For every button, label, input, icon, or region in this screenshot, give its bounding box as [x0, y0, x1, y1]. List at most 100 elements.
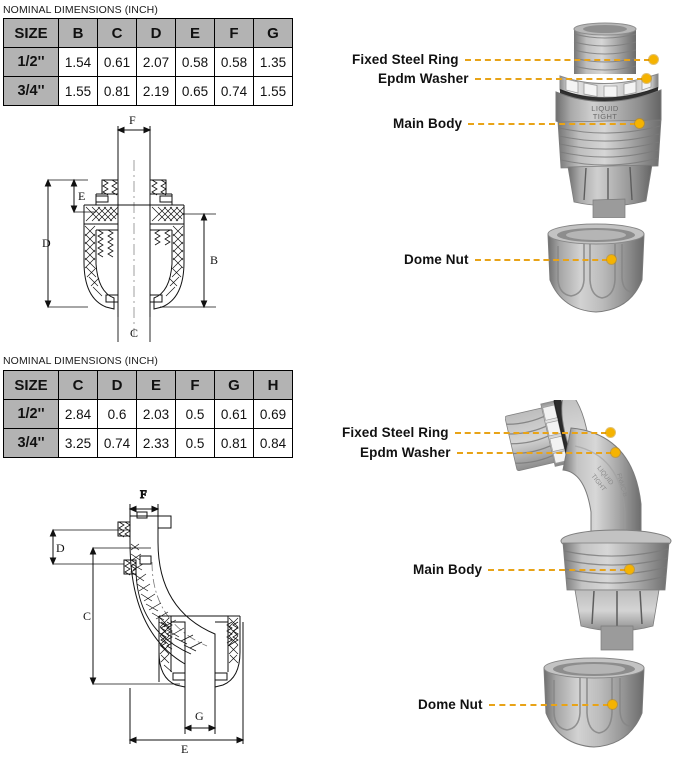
table-2-header-size: SIZE — [3, 370, 59, 400]
leader-line — [474, 258, 608, 261]
table-row: 1/2'' 2.84 0.6 2.03 0.5 0.61 0.69 — [3, 399, 293, 429]
leader-line — [488, 703, 609, 706]
table-1-r0-g: 1.35 — [253, 47, 293, 77]
callout-label: Main Body — [413, 562, 483, 577]
nominal-dimensions-caption-1: NOMINAL DIMENSIONS (INCH) — [3, 4, 158, 16]
callout-label: Dome Nut — [404, 252, 469, 267]
table-1-header-f: F — [214, 18, 254, 48]
leader-line — [488, 568, 627, 571]
product-photo-elbow-connector: LIQUID TIGHT FNMC-B — [505, 400, 679, 655]
table-1-caption-wrap: NOMINAL DIMENSIONS (INCH) — [3, 4, 158, 16]
callout-label: Epdm Washer — [378, 71, 469, 86]
callout-main-body-straight: Main Body — [393, 116, 645, 131]
drawing-1-label-e: E — [78, 189, 85, 203]
drawing-2-label-e: E — [181, 742, 188, 754]
table-1-header-size: SIZE — [3, 18, 59, 48]
drawing-1-label-b: B — [210, 253, 218, 267]
table-2-r0-c: 2.84 — [58, 399, 98, 429]
leader-line — [454, 431, 607, 434]
callout-label: Fixed Steel Ring — [342, 425, 449, 440]
callout-epdm-washer-straight: Epdm Washer — [378, 71, 651, 86]
callout-fixed-steel-ring-straight: Fixed Steel Ring — [352, 52, 658, 67]
table-1-r0-e: 0.58 — [175, 47, 215, 77]
table-2-header-f: F — [175, 370, 215, 400]
table-2-r1-d: 0.74 — [97, 428, 137, 458]
callout-label: Fixed Steel Ring — [352, 52, 459, 67]
table-2-header-d: D — [97, 370, 137, 400]
product-photo-straight-connector: LIQUID TIGHT — [548, 18, 673, 218]
table-2-caption-wrap: NOMINAL DIMENSIONS (INCH) — [3, 355, 158, 367]
table-2-r1-size: 3/4'' — [3, 428, 59, 458]
leader-endpoint-dot — [641, 74, 651, 83]
table-1-header-row: SIZE B C D E F G — [3, 18, 293, 48]
table-1-r0-b: 1.54 — [58, 47, 98, 77]
dimensions-table-elbow: SIZE C D E F G H 1/2'' 2.84 0.6 2.03 0.5… — [3, 370, 293, 458]
table-1-r1-g: 1.55 — [253, 76, 293, 106]
callout-label: Epdm Washer — [360, 445, 451, 460]
table-1-header-g: G — [253, 18, 293, 48]
dimensions-table-straight: SIZE B C D E F G 1/2'' 1.54 0.61 2.07 0.… — [3, 18, 293, 106]
table-1-header-b: B — [58, 18, 98, 48]
table-2-r0-d: 0.6 — [97, 399, 137, 429]
table-1-r1-size: 3/4'' — [3, 76, 59, 106]
table-2-header-e: E — [136, 370, 176, 400]
product-photo-dome-nut-straight — [538, 222, 658, 322]
table-2-r0-size: 1/2'' — [3, 399, 59, 429]
table-2-r1-c: 3.25 — [58, 428, 98, 458]
elbow-connector-cross-section: F — [25, 482, 290, 754]
drawing-2-label-g: G — [195, 709, 204, 723]
callout-fixed-steel-ring-elbow: Fixed Steel Ring — [342, 425, 615, 440]
table-2-r0-h: 0.69 — [253, 399, 293, 429]
table-1-header-d: D — [136, 18, 176, 48]
drawing-1-label-d: D — [42, 236, 51, 250]
table-2-r1-f: 0.5 — [175, 428, 215, 458]
table-2: SIZE C D E F G H 1/2'' 2.84 0.6 2.03 0.5… — [3, 370, 293, 458]
callout-label: Main Body — [393, 116, 463, 131]
leader-endpoint-dot — [606, 255, 616, 264]
callout-epdm-washer-elbow: Epdm Washer — [360, 445, 620, 460]
leader-endpoint-dot — [625, 565, 635, 574]
leader-endpoint-dot — [635, 119, 645, 128]
table-1-header-c: C — [97, 18, 137, 48]
table-1-r0-size: 1/2'' — [3, 47, 59, 77]
drawing-1-label-f: F — [129, 113, 136, 127]
leader-line — [474, 77, 643, 80]
drawing-1-label-c: C — [130, 326, 138, 340]
product-photo-dome-nut-elbow — [532, 655, 658, 755]
table-1-r1-f: 0.74 — [214, 76, 254, 106]
drawing-2-label-f: F — [140, 487, 147, 501]
table-2-r1-g: 0.81 — [214, 428, 254, 458]
drawing-2-label-c: C — [83, 609, 91, 623]
table-1-header-e: E — [175, 18, 215, 48]
table-row: 1/2'' 1.54 0.61 2.07 0.58 0.58 1.35 — [3, 47, 293, 77]
table-2-header-h: H — [253, 370, 293, 400]
table-2-r1-e: 2.33 — [136, 428, 176, 458]
callout-dome-nut-straight: Dome Nut — [404, 252, 616, 267]
table-1-r1-e: 0.65 — [175, 76, 215, 106]
table-2-r0-g: 0.61 — [214, 399, 254, 429]
callout-dome-nut-elbow: Dome Nut — [418, 697, 617, 712]
table-2-r0-f: 0.5 — [175, 399, 215, 429]
callout-label: Dome Nut — [418, 697, 483, 712]
callout-main-body-elbow: Main Body — [413, 562, 635, 577]
straight-connector-cross-section: D E B C F — [40, 112, 290, 347]
table-1: SIZE B C D E F G 1/2'' 1.54 0.61 2.07 0.… — [3, 18, 293, 106]
table-2-r1-h: 0.84 — [253, 428, 293, 458]
nominal-dimensions-caption-2: NOMINAL DIMENSIONS (INCH) — [3, 355, 158, 367]
straight-body-marking-line1: LIQUID — [591, 104, 619, 113]
straight-body-marking-line2: TIGHT — [593, 112, 618, 121]
leader-line — [468, 122, 637, 125]
table-2-header-c: C — [58, 370, 98, 400]
leader-endpoint-dot — [648, 55, 658, 64]
table-1-r1-d: 2.19 — [136, 76, 176, 106]
table-1-r1-b: 1.55 — [58, 76, 98, 106]
leader-line — [456, 451, 612, 454]
leader-endpoint-dot — [607, 700, 617, 709]
table-1-r0-c: 0.61 — [97, 47, 137, 77]
table-1-r0-f: 0.58 — [214, 47, 254, 77]
table-row: 3/4'' 1.55 0.81 2.19 0.65 0.74 1.55 — [3, 76, 293, 106]
table-2-r0-e: 2.03 — [136, 399, 176, 429]
table-2-header-row: SIZE C D E F G H — [3, 370, 293, 400]
table-1-r0-d: 2.07 — [136, 47, 176, 77]
table-1-r1-c: 0.81 — [97, 76, 137, 106]
